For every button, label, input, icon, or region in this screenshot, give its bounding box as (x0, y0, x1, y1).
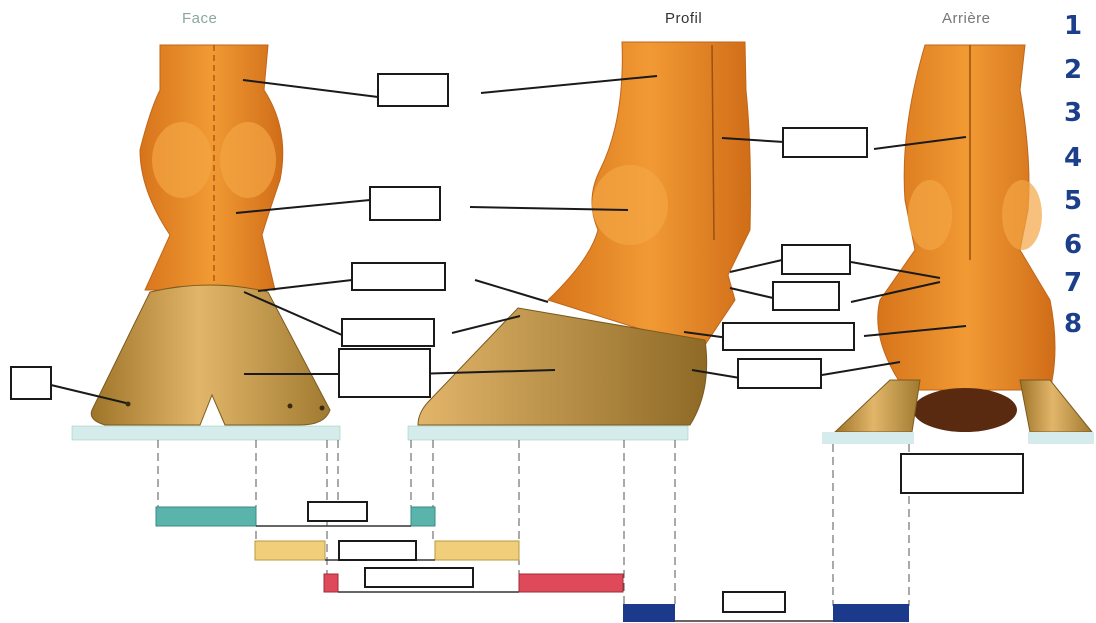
bar-red-left (324, 574, 338, 592)
front-view-hoof (72, 285, 340, 440)
label-box[interactable] (369, 186, 441, 221)
label-box[interactable] (781, 244, 851, 275)
label-box[interactable] (351, 262, 446, 291)
bar-teal-right (411, 507, 435, 526)
bar-yellow-left (255, 541, 325, 560)
number-label: 5 (1064, 188, 1082, 214)
profile-view-title: Profil (665, 10, 702, 27)
label-box[interactable] (364, 567, 474, 588)
number-label: 6 (1064, 232, 1082, 258)
label-box[interactable] (341, 318, 435, 347)
label-box[interactable] (900, 453, 1024, 494)
number-label: 1 (1064, 13, 1082, 39)
label-box[interactable] (722, 591, 786, 613)
front-view-title: Face (182, 10, 217, 27)
label-box[interactable] (772, 281, 840, 311)
label-box[interactable] (737, 358, 822, 389)
bar-blue-right (833, 604, 909, 622)
back-view-leg (878, 45, 1055, 432)
back-view-title: Arrière (942, 10, 991, 27)
number-label: 7 (1064, 270, 1082, 296)
profile-view-leg (548, 42, 751, 345)
number-label: 2 (1064, 57, 1082, 83)
number-label: 8 (1064, 311, 1082, 337)
label-box[interactable] (377, 73, 449, 107)
number-label: 3 (1064, 100, 1082, 126)
label-box[interactable] (307, 501, 368, 522)
label-box[interactable] (338, 540, 417, 561)
bar-teal-left (156, 507, 256, 526)
label-box[interactable] (10, 366, 52, 400)
bar-red-right (519, 574, 623, 592)
number-label: 4 (1064, 145, 1082, 171)
bottom-bars (156, 507, 909, 622)
bar-blue-left (623, 604, 675, 622)
label-box[interactable] (782, 127, 868, 158)
label-box[interactable] (338, 348, 431, 398)
bar-yellow-right (435, 541, 519, 560)
label-box[interactable] (722, 322, 855, 351)
